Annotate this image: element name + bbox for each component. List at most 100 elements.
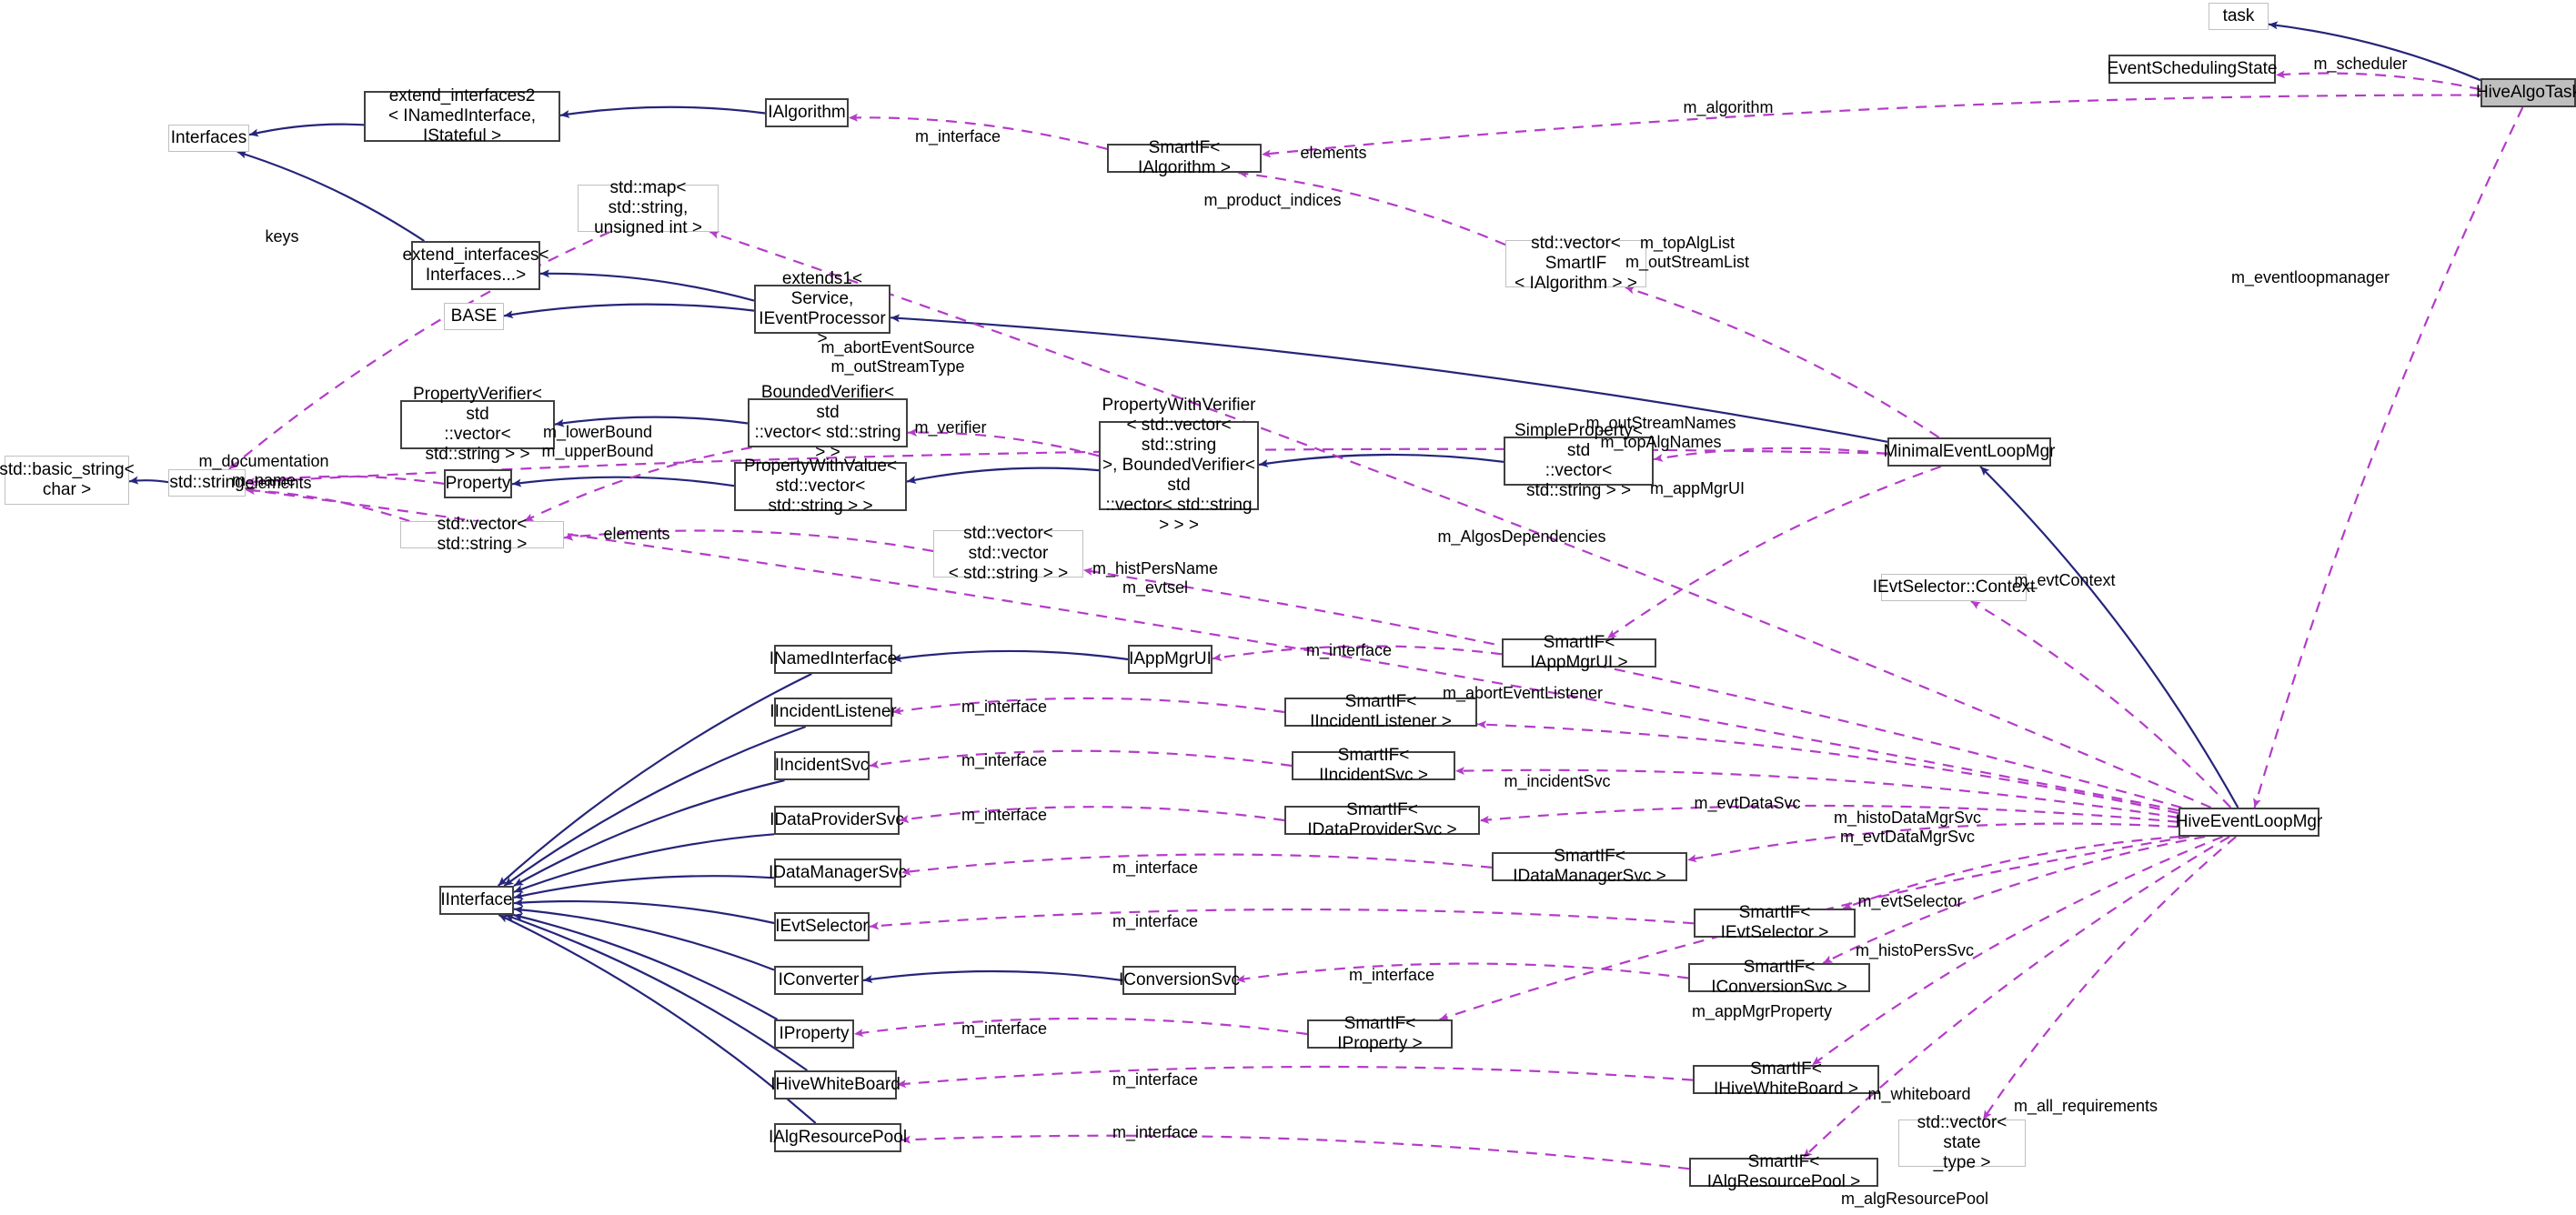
edge-usage-smartif_ialgrespool-to-ialgresourcepool	[901, 1134, 1690, 1170]
edge-usage-smartif_ihivewb-to-ihivewhiteboard	[896, 1065, 1694, 1089]
edge-usage-smartif_iincidentsvc-to-iincidentsvc	[869, 749, 1293, 769]
class-node-iproperty[interactable]: IProperty	[774, 1019, 854, 1049]
class-node-smartif_iincidentlist[interactable]: SmartIF< IIncidentListener >	[1284, 692, 1477, 731]
class-node-smartif_ialgorithm[interactable]: SmartIF< IAlgorithm >	[1107, 138, 1262, 177]
class-node-interfaces[interactable]: Interfaces	[168, 125, 249, 152]
edge-label-lbl-m_evtDataSvc: m_evtDataSvc	[1694, 794, 1801, 812]
edge-usage-vec_string-to-std_string	[245, 486, 410, 523]
class-node-label: SmartIF< IDataProviderSvc >	[1307, 800, 1457, 839]
class-node-smartif_iconvsvc[interactable]: SmartIF< IConversionSvc >	[1688, 958, 1870, 997]
edge-label-lbl-m_appMgrUI: m_appMgrUI	[1649, 479, 1746, 497]
class-node-minimaleventloopmgr[interactable]: MinimalEventLoopMgr	[1883, 437, 2056, 467]
edge-label-lbl-m_product_indices: m_product_indices	[1203, 191, 1342, 209]
class-node-label: IInterface	[440, 890, 513, 909]
class-node-idatamanagersvc[interactable]: IDataManagerSvc	[769, 859, 907, 888]
class-node-label: IEvtSelector::Context	[1872, 577, 2036, 597]
class-node-extend_interfaces[interactable]: extend_interfaces< Interfaces...>	[402, 241, 549, 290]
class-node-label: BASE	[450, 306, 498, 326]
class-node-extend_interfaces2[interactable]: extend_interfaces2 < INamedInterface, IS…	[364, 86, 560, 146]
edge-usage-hiveeventloopmgr-to-smartif_iconvsvc	[1822, 835, 2206, 964]
edge-inheritance-inamedinterface-to-iinterface	[497, 673, 812, 887]
class-node-propertyverifier[interactable]: PropertyVerifier< std ::vector< std::str…	[400, 385, 555, 464]
class-node-smartif_ihivewb[interactable]: SmartIF< IHiveWhiteBoard >	[1693, 1059, 1879, 1099]
class-node-idataprovidersvc[interactable]: IDataProviderSvc	[770, 806, 904, 835]
class-node-smartif_idatamgr[interactable]: SmartIF< IDataManagerSvc >	[1492, 847, 1687, 886]
class-node-eventschedulingstate[interactable]: EventSchedulingState	[2107, 55, 2278, 84]
class-node-iappmgrui[interactable]: IAppMgrUI	[1128, 645, 1213, 674]
edge-usage-hiveeventloopmgr-to-smartif_idataprov	[1479, 804, 2179, 824]
class-node-ievtselector_context[interactable]: IEvtSelector::Context	[1873, 574, 2035, 601]
class-node-std_basic_string[interactable]: std::basic_string< char >	[0, 456, 135, 505]
edge-usage-smartif_iappmgrui-to-iappmgrui	[1212, 645, 1503, 662]
class-node-vec_vec_string[interactable]: std::vector< std::vector < std::string >…	[933, 524, 1083, 583]
class-node-label: SmartIF< IAlgorithm >	[1138, 138, 1231, 177]
edge-label-lbl-keys: keys	[265, 227, 299, 246]
edge-usage-hiveeventloopmgr-to-smartif_idatamgr	[1686, 822, 2179, 863]
class-node-hiveeventloopmgr[interactable]: HiveEventLoopMgr	[2176, 808, 2322, 837]
class-node-smartif_ialgrespool[interactable]: SmartIF< IAlgResourcePool >	[1689, 1152, 1878, 1191]
edge-inheritance-simpleproperty-to-propertywithverifier	[1258, 453, 1504, 467]
class-node-simpleproperty[interactable]: SimpleProperty< std ::vector< std::strin…	[1504, 421, 1654, 500]
class-node-label: std::vector< std::vector < std::string >…	[948, 524, 1069, 583]
edge-label-lbl-m_algResourcePool: m_algResourcePool	[1840, 1190, 1989, 1208]
class-node-extends1_service[interactable]: extends1< Service, IEventProcessor >	[754, 269, 891, 348]
class-node-hivealgotask[interactable]: HiveAlgoTask	[2476, 78, 2576, 107]
class-node-label: EventSchedulingState	[2107, 59, 2278, 78]
class-node-propertywithverifier[interactable]: PropertyWithVerifier < std::vector< std:…	[1099, 396, 1259, 535]
edge-usage-smartif_idataprov-to-idataprovidersvc	[899, 806, 1285, 824]
edge-inheritance-ihivewhiteboard-to-iinterface	[504, 913, 809, 1071]
class-node-label: IDataProviderSvc	[770, 810, 904, 829]
class-node-ievtselector[interactable]: IEvtSelector	[774, 912, 870, 941]
class-node-label: IHiveWhiteBoard	[770, 1075, 901, 1094]
class-node-boundedverifier[interactable]: BoundedVerifier< std ::vector< std::stri…	[748, 383, 908, 462]
edge-inheritance-iincidentlistener-to-iinterface	[503, 725, 807, 887]
edge-usage-minimaleventloopmgr-to-smartif_iappmgrui	[1606, 465, 1942, 639]
class-node-smartif_idataprov[interactable]: SmartIF< IDataProviderSvc >	[1284, 800, 1480, 839]
edge-usage-smartif_iproperty-to-iproperty	[853, 1017, 1308, 1038]
class-node-vec_state_type[interactable]: std::vector< state _type >	[1898, 1113, 2026, 1172]
class-node-base[interactable]: BASE	[444, 303, 504, 330]
class-node-smartif_ievtselector[interactable]: SmartIF< IEvtSelector >	[1694, 903, 1856, 942]
edge-label-lbl-m_histPersName: m_histPersName m_evtsel	[1092, 559, 1219, 597]
class-node-std_string[interactable]: std::string	[168, 469, 246, 497]
class-node-iconverter[interactable]: IConverter	[774, 966, 863, 995]
edge-inheritance-ialgresourcepool-to-iinterface	[498, 914, 817, 1124]
class-node-propertywithvalue[interactable]: PropertyWithValue< std::vector< std::str…	[734, 457, 907, 516]
edge-inheritance-ialgorithm-to-extend_interfaces2	[559, 105, 766, 118]
edge-usage-smartif_ialgorithm-to-ialgorithm	[848, 113, 1108, 150]
edge-usage-smartif_iconvsvc-to-iconversionsvc	[1235, 962, 1689, 983]
class-node-label: IAppMgrUI	[1129, 649, 1212, 668]
class-node-iinterface[interactable]: IInterface	[439, 886, 514, 915]
class-node-ihivewhiteboard[interactable]: IHiveWhiteBoard	[770, 1070, 901, 1100]
class-node-vec_smartif_ialg[interactable]: std::vector< SmartIF < IAlgorithm > >	[1505, 234, 1646, 293]
edge-usage-hivealgotask-to-smartif_ialgorithm	[1261, 94, 2481, 158]
class-node-smartif_iproperty[interactable]: SmartIF< IProperty >	[1307, 1014, 1453, 1053]
edge-label-lbl-m_incidentSvc: m_incidentSvc	[1504, 772, 1611, 790]
class-node-task[interactable]: task	[2209, 3, 2269, 30]
edge-usage-property-to-std_string	[245, 475, 445, 487]
class-node-label: MinimalEventLoopMgr	[1883, 442, 2056, 461]
class-node-label: SmartIF< IHiveWhiteBoard >	[1714, 1059, 1858, 1099]
class-node-smartif_iincidentsvc[interactable]: SmartIF< IIncidentSvc >	[1292, 746, 1455, 785]
class-node-inamedinterface[interactable]: INamedInterface	[770, 645, 897, 674]
class-node-label: IEvtSelector	[775, 917, 869, 936]
edge-label-lbl-m_histoDataMgrSvc: m_histoDataMgrSvc m_evtDataMgrSvc	[1833, 808, 1982, 846]
class-node-label: PropertyWithVerifier < std::vector< std:…	[1102, 396, 1256, 535]
edge-inheritance-extend_interfaces-to-interfaces	[236, 150, 426, 242]
class-node-smartif_iappmgrui[interactable]: SmartIF< IAppMgrUI >	[1502, 633, 1656, 672]
class-node-iincidentlistener[interactable]: IIncidentListener	[770, 698, 897, 727]
class-node-vec_string[interactable]: std::vector< std::string >	[400, 515, 564, 554]
class-node-iconversionsvc[interactable]: IConversionSvc	[1119, 966, 1240, 995]
edge-label-lbl-m_interface-evtsel: m_interface	[1112, 912, 1199, 930]
class-node-label: IProperty	[779, 1024, 850, 1043]
class-node-label: IIncidentListener	[770, 702, 897, 721]
class-node-ialgresourcepool[interactable]: IAlgResourcePool	[769, 1123, 907, 1152]
class-node-label: task	[2222, 6, 2255, 25]
class-node-iincidentsvc[interactable]: IIncidentSvc	[774, 751, 870, 780]
class-node-ialgorithm[interactable]: IAlgorithm	[765, 98, 849, 127]
class-node-property[interactable]: Property	[444, 469, 512, 498]
class-node-std_map_string_uint[interactable]: std::map< std::string, unsigned int >	[578, 178, 719, 237]
class-node-label: SmartIF< IConversionSvc >	[1711, 958, 1847, 997]
class-node-label: SmartIF< IAlgResourcePool >	[1706, 1152, 1861, 1191]
